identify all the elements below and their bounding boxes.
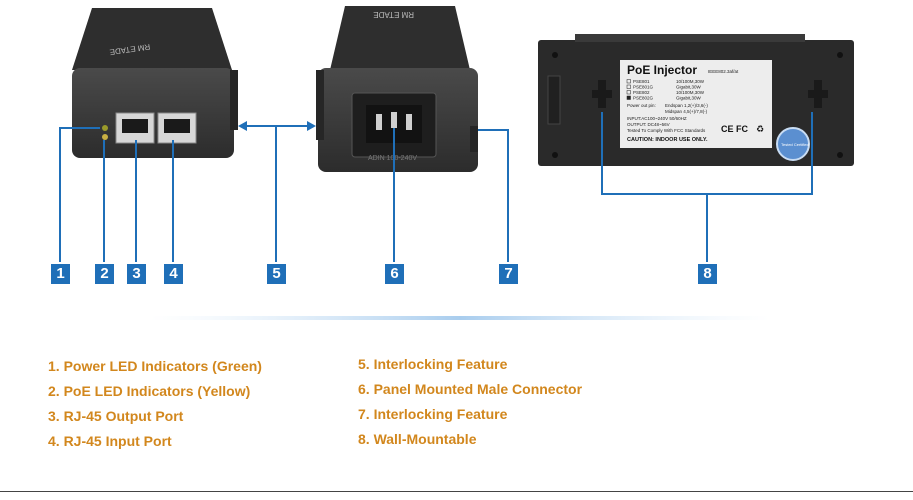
sticker-model-list: PSE801 10/100M,30W PSE801G Gigabit,30W PSE80… (626, 79, 705, 101)
legend-item-2: 2. PoE LED Indicators (Yellow) (48, 383, 251, 399)
model-name-1: PSE801G (633, 85, 654, 90)
power-led (102, 125, 108, 131)
model-name-0: PSE801 (633, 79, 650, 84)
callout-4: 4 (164, 264, 183, 284)
callout-7: 7 (499, 264, 518, 284)
model-checkbox-3 (626, 95, 631, 100)
leader-lines (59, 112, 813, 262)
sticker-pin-endspan: Endspan 1,2(+)/3,6(-) (665, 103, 708, 108)
poe-led (102, 134, 108, 140)
sticker-output: OUTPUT: DC48~56V (627, 122, 670, 127)
product-sticker (620, 60, 772, 148)
keyhole-slot-right (808, 80, 828, 108)
model-spec-3: Gigabit,30W (676, 96, 702, 101)
sticker-cert-marks: CE FC (721, 124, 749, 134)
legend-item-1: 1. Power LED Indicators (Green) (48, 358, 262, 374)
injector-front-view: RM ETADE (72, 8, 238, 158)
callout-6: 6 (385, 264, 404, 284)
legend-item-7: 7. Interlocking Feature (358, 406, 508, 422)
legend-item-3: 3. RJ-45 Output Port (48, 408, 184, 424)
sticker-pin-midspan: Midspan 4,5(+)/7,8(-) (665, 109, 708, 114)
model-checkbox-1 (626, 84, 631, 89)
callout-2: 2 (95, 264, 114, 284)
injector-rear-view: RM ETADE ADIN 100-240V (316, 6, 478, 172)
model-checkbox-0 (626, 79, 631, 84)
bottom-divider (0, 491, 913, 492)
model-spec-0: 10/100M,30W (676, 79, 705, 84)
model-name-3: PSE802G (633, 96, 654, 101)
model-spec-2: 10/100M,30W (676, 90, 705, 95)
rating-text: ADIN 100-240V (368, 155, 417, 162)
weee-icon: ♻ (756, 125, 764, 135)
callout-3: 3 (127, 264, 146, 284)
callout-8: 8 (698, 264, 717, 284)
certification-seal (776, 127, 810, 161)
model-name-2: PSE802 (633, 90, 650, 95)
sticker-input: INPUT:AC100~240V 50/60HZ (627, 116, 687, 121)
model-checkbox-2 (626, 90, 631, 95)
sticker-fcc-note: Tested To Comply With FCC Standards (627, 128, 706, 133)
keyhole-slot-left (592, 80, 612, 108)
glow-separator (150, 316, 770, 320)
model-spec-1: Gigabit,30W (676, 85, 702, 90)
leader-7 (478, 129, 509, 262)
leader-5-arrow-right (307, 121, 316, 131)
legend-item-6: 6. Panel Mounted Male Connector (358, 381, 583, 397)
injector-bottom-view: PoE Injector IEEE802.3af/at PSE801 10/100… (538, 34, 854, 166)
seal-text: Tested Certified (781, 142, 809, 147)
rear-top-label: RM ETADE (373, 10, 414, 19)
sticker-standard: IEEE802.3af/at (708, 69, 739, 74)
callout-5: 5 (267, 264, 286, 284)
leader-5-arrow-left (238, 121, 247, 131)
callout-1: 1 (51, 264, 70, 284)
legend-item-5: 5. Interlocking Feature (358, 356, 508, 372)
legend-item-8: 8. Wall-Mountable (358, 431, 477, 447)
sticker-title: PoE Injector (627, 63, 697, 77)
sticker-caution: CAUTION: INDOOR USE ONLY. (627, 137, 708, 143)
sticker-pin-label: Power out pin: (627, 103, 656, 108)
leader-1 (59, 127, 100, 262)
legend-item-4: 4. RJ-45 Input Port (48, 433, 172, 449)
